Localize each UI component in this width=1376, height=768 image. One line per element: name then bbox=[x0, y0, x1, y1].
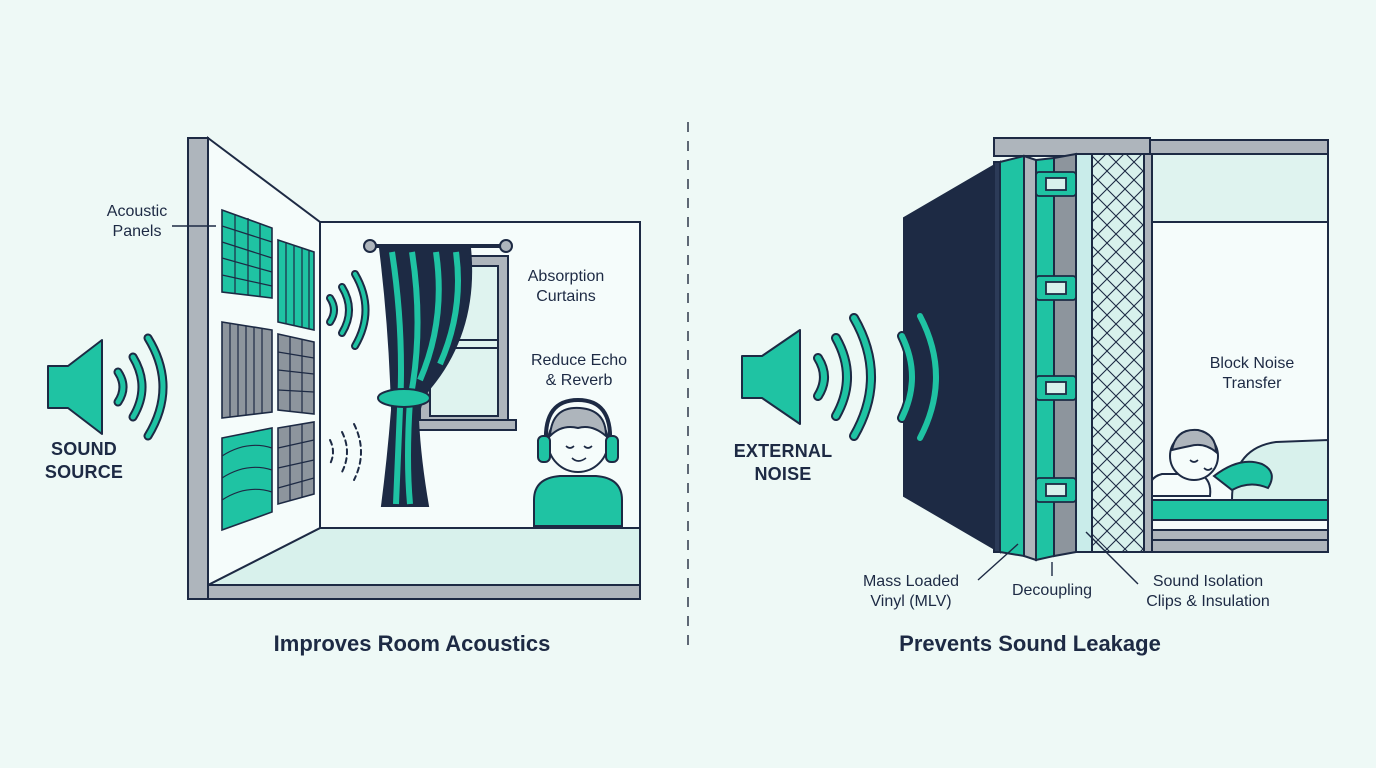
isolation-clips-label: Sound Isolation Clips & Insulation bbox=[1130, 572, 1286, 612]
curtain-icon bbox=[363, 239, 513, 507]
reflected-wave-icon bbox=[326, 270, 370, 481]
sound-source-label-line1: SOUND bbox=[50, 439, 117, 459]
absorption-curtains-label: Absorption Curtains bbox=[510, 267, 622, 307]
left-caption: Improves Room Acoustics bbox=[273, 631, 551, 656]
wall-layers-icon bbox=[903, 137, 1153, 562]
sound-source-label: SOUND SOURCE bbox=[36, 438, 132, 483]
headphones-person-icon bbox=[533, 397, 623, 527]
reduce-echo-label-line1: Reduce Echo bbox=[530, 352, 628, 369]
mlv-label-line2: Vinyl (MLV) bbox=[870, 593, 952, 610]
sleeping-person-icon bbox=[1148, 428, 1329, 521]
mlv-label: Mass Loaded Vinyl (MLV) bbox=[850, 572, 972, 612]
noise-wave-icon bbox=[813, 311, 941, 443]
external-noise-label: EXTERNAL NOISE bbox=[724, 440, 842, 485]
isolation-clips-label-line2: Clips & Insulation bbox=[1146, 593, 1270, 610]
absorption-curtains-label-line1: Absorption bbox=[527, 268, 605, 285]
speaker-icon bbox=[47, 339, 103, 435]
acoustic-panels-label-line1: Acoustic bbox=[106, 203, 168, 220]
isolation-clip-icon bbox=[1035, 171, 1077, 503]
acoustic-panels-label: Acoustic Panels bbox=[92, 202, 182, 242]
acoustic-panels-label-line2: Panels bbox=[112, 223, 162, 240]
reduce-echo-label-line2: & Reverb bbox=[545, 372, 613, 389]
layer-leader-lines bbox=[977, 531, 1139, 585]
isolation-clips-label-line1: Sound Isolation bbox=[1152, 573, 1264, 590]
sound-wave-icon bbox=[113, 333, 168, 441]
block-noise-label-line1: Block Noise bbox=[1209, 355, 1295, 372]
mlv-label-line1: Mass Loaded bbox=[862, 573, 960, 590]
sound-source-label-line2: SOURCE bbox=[44, 461, 124, 482]
block-noise-label: Block Noise Transfer bbox=[1190, 354, 1314, 394]
block-noise-label-line2: Transfer bbox=[1222, 375, 1282, 392]
decoupling-label: Decoupling bbox=[1011, 582, 1093, 599]
absorption-curtains-label-line2: Curtains bbox=[536, 288, 596, 305]
external-noise-label-line2: NOISE bbox=[754, 463, 812, 484]
noise-speaker-icon bbox=[741, 329, 801, 425]
external-noise-label-line1: EXTERNAL bbox=[733, 441, 833, 461]
reduce-echo-label: Reduce Echo & Reverb bbox=[520, 351, 638, 391]
right-caption: Prevents Sound Leakage bbox=[899, 631, 1161, 656]
acoustic-panel-icon bbox=[221, 208, 315, 532]
